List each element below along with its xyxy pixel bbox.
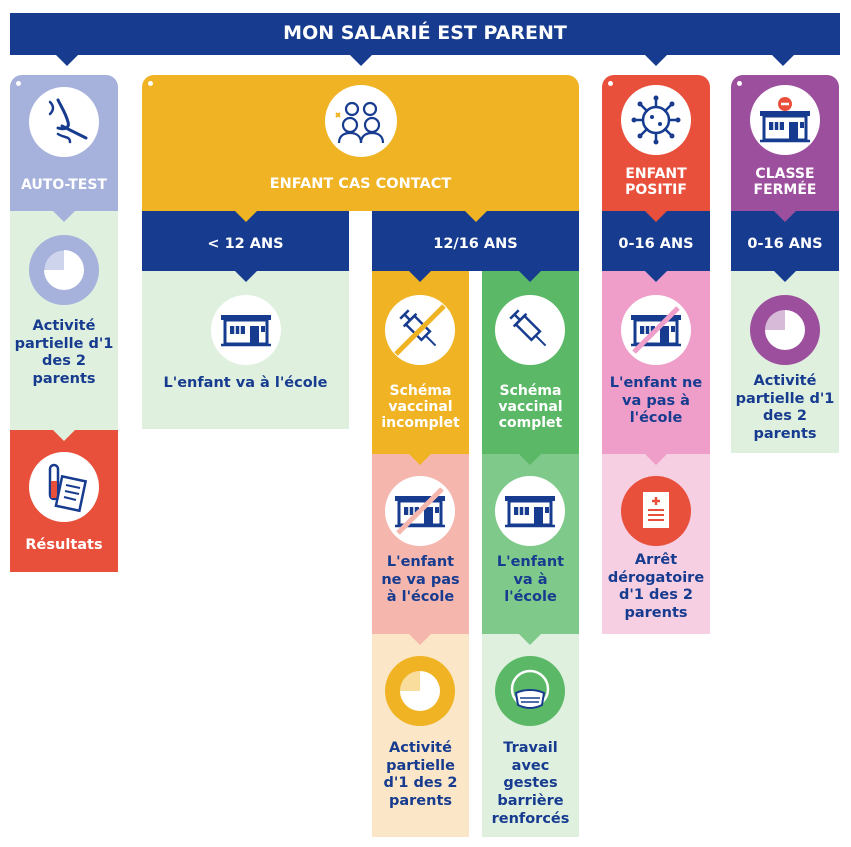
test-tube-icon bbox=[29, 452, 99, 522]
school-icon bbox=[211, 295, 281, 365]
main-banner bbox=[10, 13, 840, 55]
corner-dot bbox=[148, 81, 153, 86]
corner-dot bbox=[737, 81, 742, 86]
pointer bbox=[774, 271, 796, 282]
school-closed-icon bbox=[750, 85, 820, 155]
pointer bbox=[465, 211, 487, 222]
pointer bbox=[519, 454, 541, 465]
complete-work-text: Travail avec gestes barrière renforcés bbox=[491, 740, 570, 827]
pointer bbox=[645, 211, 667, 222]
document-icon bbox=[621, 476, 691, 546]
auto-test-label: AUTO-TEST bbox=[21, 177, 107, 194]
complete-label: Schéma vaccinal complet bbox=[498, 383, 563, 431]
under12-label: < 12 ANS bbox=[207, 235, 284, 252]
pointer bbox=[235, 271, 257, 282]
pointer bbox=[350, 55, 372, 66]
mask-icon bbox=[495, 656, 565, 726]
auto-test-activity-text: Activité partielle d'1 des 2 parents bbox=[14, 318, 114, 388]
clock-icon bbox=[29, 235, 99, 305]
incomplete-school-text: L'enfant ne va pas à l'école bbox=[381, 554, 460, 606]
pointer bbox=[645, 271, 667, 282]
school-closed-icon bbox=[621, 295, 691, 365]
under12-text: L'enfant va à l'école bbox=[163, 375, 328, 391]
syringe-icon bbox=[385, 295, 455, 365]
positive-age-label: 0-16 ANS bbox=[618, 235, 694, 252]
nose-swab-icon bbox=[29, 87, 99, 157]
school-closed-icon bbox=[385, 476, 455, 546]
pointer bbox=[409, 454, 431, 465]
pointer bbox=[409, 634, 431, 645]
corner-dot bbox=[16, 81, 21, 86]
corner-dot bbox=[608, 81, 613, 86]
pointer bbox=[235, 211, 257, 222]
pointer bbox=[56, 55, 78, 66]
pointer bbox=[53, 211, 75, 222]
clock-icon bbox=[385, 656, 455, 726]
age12-16-label: 12/16 ANS bbox=[433, 235, 518, 252]
closed-label: CLASSE FERMÉE bbox=[753, 166, 817, 198]
pointer bbox=[53, 430, 75, 441]
main-title: MON SALARIÉ EST PARENT bbox=[283, 22, 567, 45]
results-label: Résultats bbox=[25, 536, 103, 553]
positive-leave-text: Arrêt dérogatoire d'1 des 2 parents bbox=[607, 552, 705, 622]
pointer bbox=[645, 454, 667, 465]
pointer bbox=[519, 634, 541, 645]
pointer bbox=[409, 271, 431, 282]
contact-label: ENFANT CAS CONTACT bbox=[269, 175, 452, 192]
syringe-icon bbox=[495, 295, 565, 365]
virus-icon bbox=[621, 85, 691, 155]
pointer bbox=[645, 55, 667, 66]
closed-activity-text: Activité partielle d'1 des 2 parents bbox=[735, 373, 835, 443]
positive-label: ENFANT POSITIF bbox=[625, 166, 687, 198]
complete-school-text: L'enfant va à l'école bbox=[496, 554, 565, 606]
school-icon bbox=[495, 476, 565, 546]
pointer bbox=[519, 271, 541, 282]
closed-age-label: 0-16 ANS bbox=[747, 235, 823, 252]
clock-icon bbox=[750, 295, 820, 365]
incomplete-label: Schéma vaccinal incomplet bbox=[381, 383, 460, 431]
pointer bbox=[774, 211, 796, 222]
incomplete-activity-text: Activité partielle d'1 des 2 parents bbox=[383, 740, 458, 810]
family-icon bbox=[325, 85, 397, 157]
pointer bbox=[772, 55, 794, 66]
positive-school-text: L'enfant ne va pas à l'école bbox=[609, 375, 703, 427]
